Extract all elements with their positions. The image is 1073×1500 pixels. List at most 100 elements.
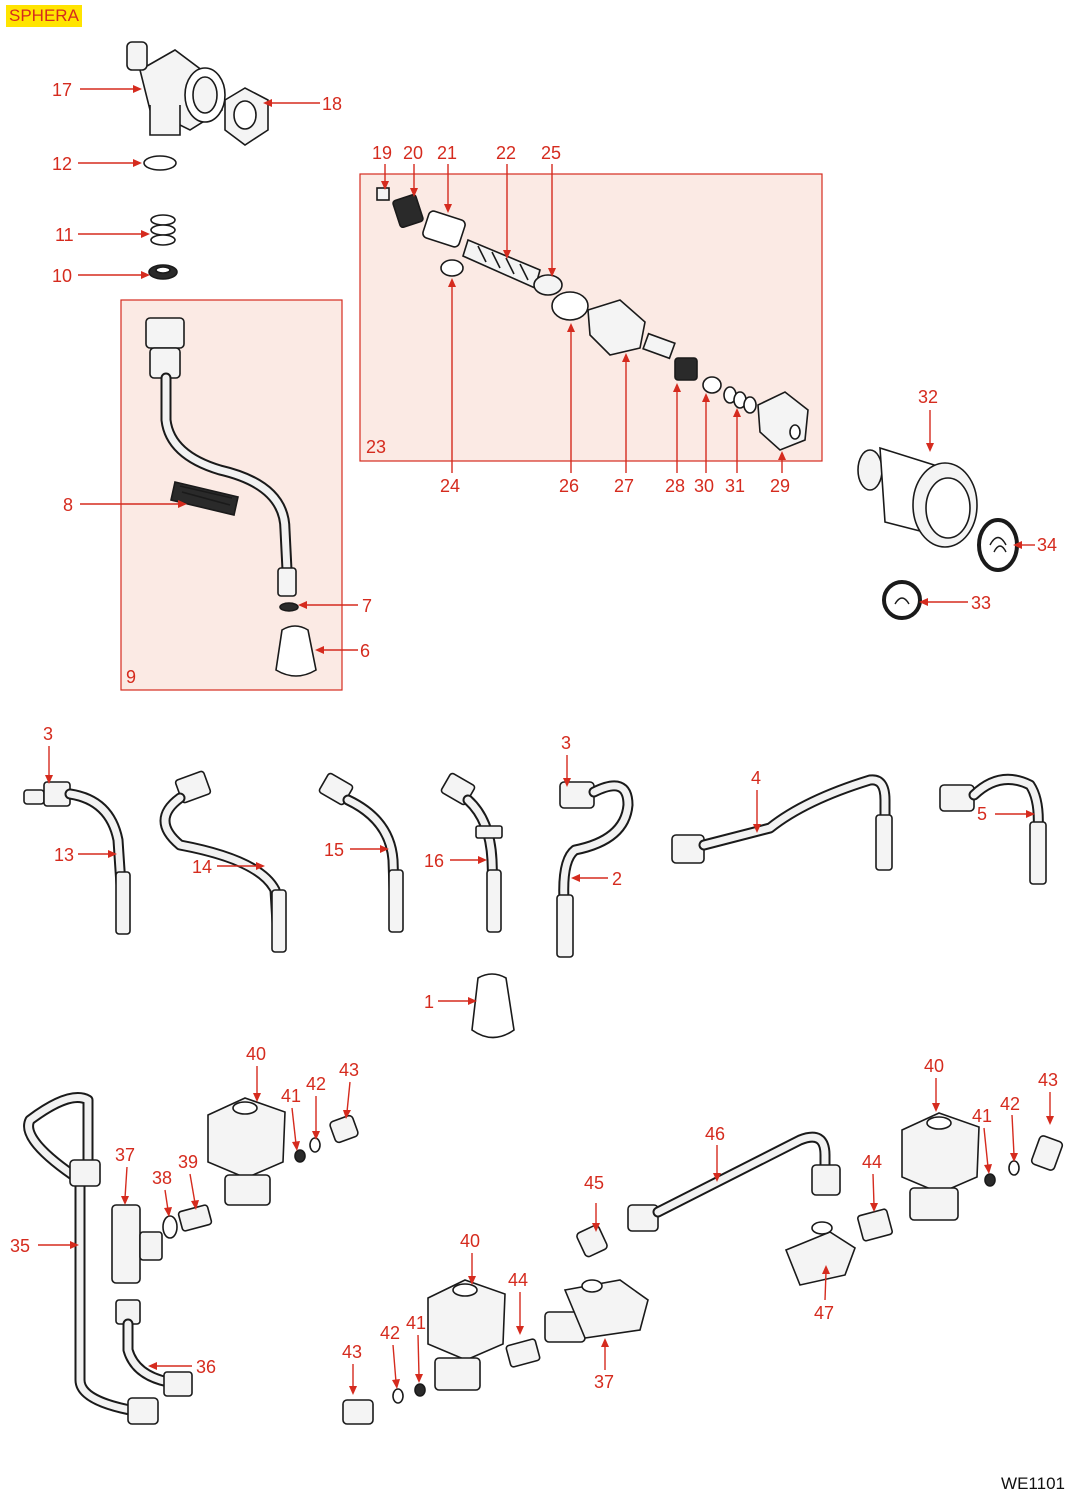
part-19-nut	[376, 187, 390, 201]
callout-42-middle: 42	[380, 1323, 400, 1343]
callout-42-left: 42	[306, 1074, 326, 1094]
diagram-tag: SPHERA	[6, 5, 82, 27]
part-41-washer-right	[984, 1173, 996, 1187]
callout-12: 12	[52, 154, 72, 174]
callout-40-right: 40	[924, 1056, 944, 1076]
part-27-valve-body	[587, 299, 676, 360]
callout-labels: 17 18 12 11 10 8 7 6 9 19 20 21 22 25 23…	[10, 80, 1058, 1392]
callout-5: 5	[977, 804, 987, 824]
part-31-o-rings	[723, 386, 757, 414]
callout-43-right: 43	[1038, 1070, 1058, 1090]
part-6-tip	[275, 625, 317, 677]
callout-32: 32	[918, 387, 938, 407]
callout-28: 28	[665, 476, 685, 496]
callout-3-right: 3	[561, 733, 571, 753]
callout-31: 31	[725, 476, 745, 496]
part-42-ring-left	[309, 1137, 321, 1153]
part-29-cap-nut	[757, 391, 809, 451]
callout-22: 22	[496, 143, 516, 163]
callout-38: 38	[152, 1168, 172, 1188]
callout-39: 39	[178, 1152, 198, 1172]
callout-21: 21	[437, 143, 457, 163]
part-42-ring-middle	[392, 1388, 404, 1404]
callout-27: 27	[614, 476, 634, 496]
part-8-grip	[170, 481, 239, 516]
callout-23: 23	[366, 437, 386, 457]
part-33-cap	[882, 580, 922, 620]
part-43-elbow-middle	[342, 1399, 374, 1425]
callout-42-right: 42	[1000, 1094, 1020, 1114]
callout-1: 1	[424, 992, 434, 1012]
part-11-spring	[150, 214, 176, 246]
part-24-ring	[440, 259, 464, 277]
callout-13: 13	[54, 845, 74, 865]
callout-7: 7	[362, 596, 372, 616]
callout-3-left: 3	[43, 724, 53, 744]
callout-43-left: 43	[339, 1060, 359, 1080]
part-28-bushing	[674, 357, 698, 381]
part-5-pipe	[939, 773, 1047, 885]
part-9-steam-pipe	[145, 317, 297, 597]
part-37-tee-left	[111, 1204, 163, 1284]
callout-33: 33	[971, 593, 991, 613]
callout-14: 14	[192, 857, 212, 877]
callout-leaders	[38, 85, 1054, 1395]
callout-16: 16	[424, 851, 444, 871]
callout-8: 8	[63, 495, 73, 515]
part-46-pipe	[627, 1131, 841, 1232]
part-40-valve-left	[207, 1097, 286, 1206]
part-7-washer	[279, 602, 299, 612]
part-38-washer	[162, 1215, 178, 1239]
callout-40-middle: 40	[460, 1231, 480, 1251]
callout-47: 47	[814, 1303, 834, 1323]
part-37-tee-middle	[544, 1279, 649, 1343]
part-17-tee-fitting	[126, 41, 226, 136]
callout-46: 46	[705, 1124, 725, 1144]
part-43-elbow-right	[1030, 1135, 1064, 1171]
part-4-pipe	[671, 774, 893, 871]
callout-34: 34	[1037, 535, 1057, 555]
part-36-pipe	[115, 1299, 193, 1397]
callout-17: 17	[52, 80, 72, 100]
part-40-valve-right	[901, 1112, 980, 1221]
callout-4: 4	[751, 768, 761, 788]
part-30-washer	[702, 376, 722, 394]
part-12-gasket	[143, 155, 177, 171]
part-15-pipe	[318, 772, 404, 933]
part-47-tee-right	[784, 1221, 856, 1286]
part-21-bushing	[422, 210, 466, 248]
callout-40-left: 40	[246, 1044, 266, 1064]
callout-29: 29	[770, 476, 790, 496]
part-41-washer-middle	[414, 1383, 426, 1397]
callout-30: 30	[694, 476, 714, 496]
part-16-pipe	[440, 772, 503, 933]
callout-10: 10	[52, 266, 72, 286]
callout-9: 9	[126, 667, 136, 687]
part-43-elbow-left	[329, 1114, 359, 1144]
part-40-valve-middle	[427, 1279, 506, 1391]
callout-6: 6	[360, 641, 370, 661]
callout-37-middle: 37	[594, 1372, 614, 1392]
callout-41-right: 41	[972, 1106, 992, 1126]
callout-41-middle: 41	[406, 1313, 426, 1333]
callout-25: 25	[541, 143, 561, 163]
part-39-adapter	[177, 1204, 213, 1232]
part-41-washer-left	[294, 1149, 306, 1163]
callout-35: 35	[10, 1236, 30, 1256]
callout-2: 2	[612, 869, 622, 889]
part-2-pipe	[556, 780, 634, 958]
part-44-adapter-right	[857, 1208, 893, 1242]
callout-43-middle: 43	[342, 1342, 362, 1362]
callout-44-middle: 44	[508, 1270, 528, 1290]
callout-20: 20	[403, 143, 423, 163]
part-10-seal	[148, 264, 178, 280]
part-1-tip	[471, 973, 515, 1039]
part-45-elbow	[576, 1224, 608, 1258]
part-34-cap	[977, 518, 1019, 572]
callout-45: 45	[584, 1173, 604, 1193]
callout-15: 15	[324, 840, 344, 860]
callout-44-right: 44	[862, 1152, 882, 1172]
part-26-gasket	[551, 291, 589, 321]
part-25-o-ring	[533, 274, 563, 296]
callout-41-left: 41	[281, 1086, 301, 1106]
